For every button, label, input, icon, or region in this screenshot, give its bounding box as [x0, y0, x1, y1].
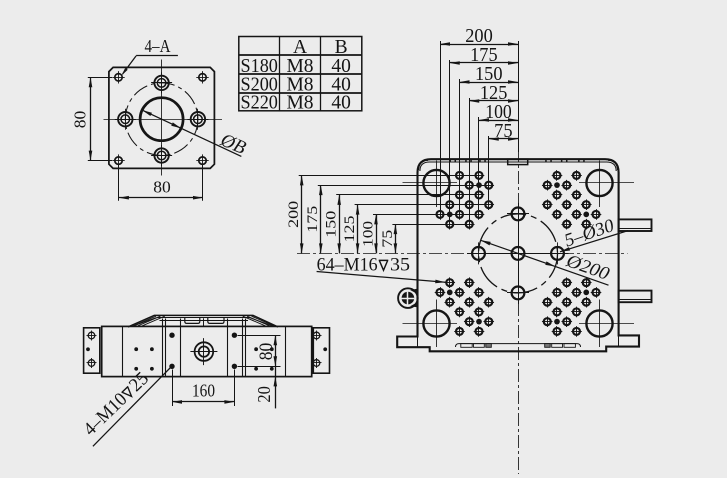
svg-text:35: 35 — [390, 255, 410, 275]
svg-text:S180: S180 — [241, 56, 278, 77]
svg-text:175: 175 — [470, 44, 498, 66]
svg-text:75: 75 — [380, 230, 396, 248]
svg-text:150: 150 — [324, 211, 340, 238]
svg-text:4–A: 4–A — [145, 36, 171, 56]
svg-text:125: 125 — [480, 82, 508, 104]
svg-text:40: 40 — [331, 75, 351, 96]
svg-text:M8: M8 — [286, 93, 313, 114]
svg-text:S200: S200 — [241, 75, 278, 96]
svg-text:B: B — [335, 37, 348, 58]
svg-text:40: 40 — [331, 56, 351, 77]
svg-text:200: 200 — [286, 201, 302, 228]
svg-text:100: 100 — [360, 221, 376, 247]
svg-text:M8: M8 — [286, 75, 313, 96]
svg-text:100: 100 — [485, 101, 512, 123]
svg-text:150: 150 — [475, 63, 503, 85]
svg-text:80: 80 — [71, 111, 90, 129]
svg-text:20: 20 — [254, 386, 274, 403]
svg-text:80: 80 — [153, 178, 171, 197]
svg-text:125: 125 — [342, 216, 358, 243]
svg-text:40: 40 — [331, 93, 351, 114]
svg-text:A: A — [293, 37, 307, 58]
svg-text:160: 160 — [192, 381, 215, 401]
svg-text:200: 200 — [465, 25, 493, 47]
svg-text:175: 175 — [305, 206, 321, 233]
svg-text:80: 80 — [256, 343, 277, 361]
svg-text:75: 75 — [494, 120, 513, 142]
svg-text:S220: S220 — [241, 93, 278, 114]
svg-text:64–M16: 64–M16 — [317, 255, 378, 275]
svg-text:M8: M8 — [286, 56, 313, 77]
